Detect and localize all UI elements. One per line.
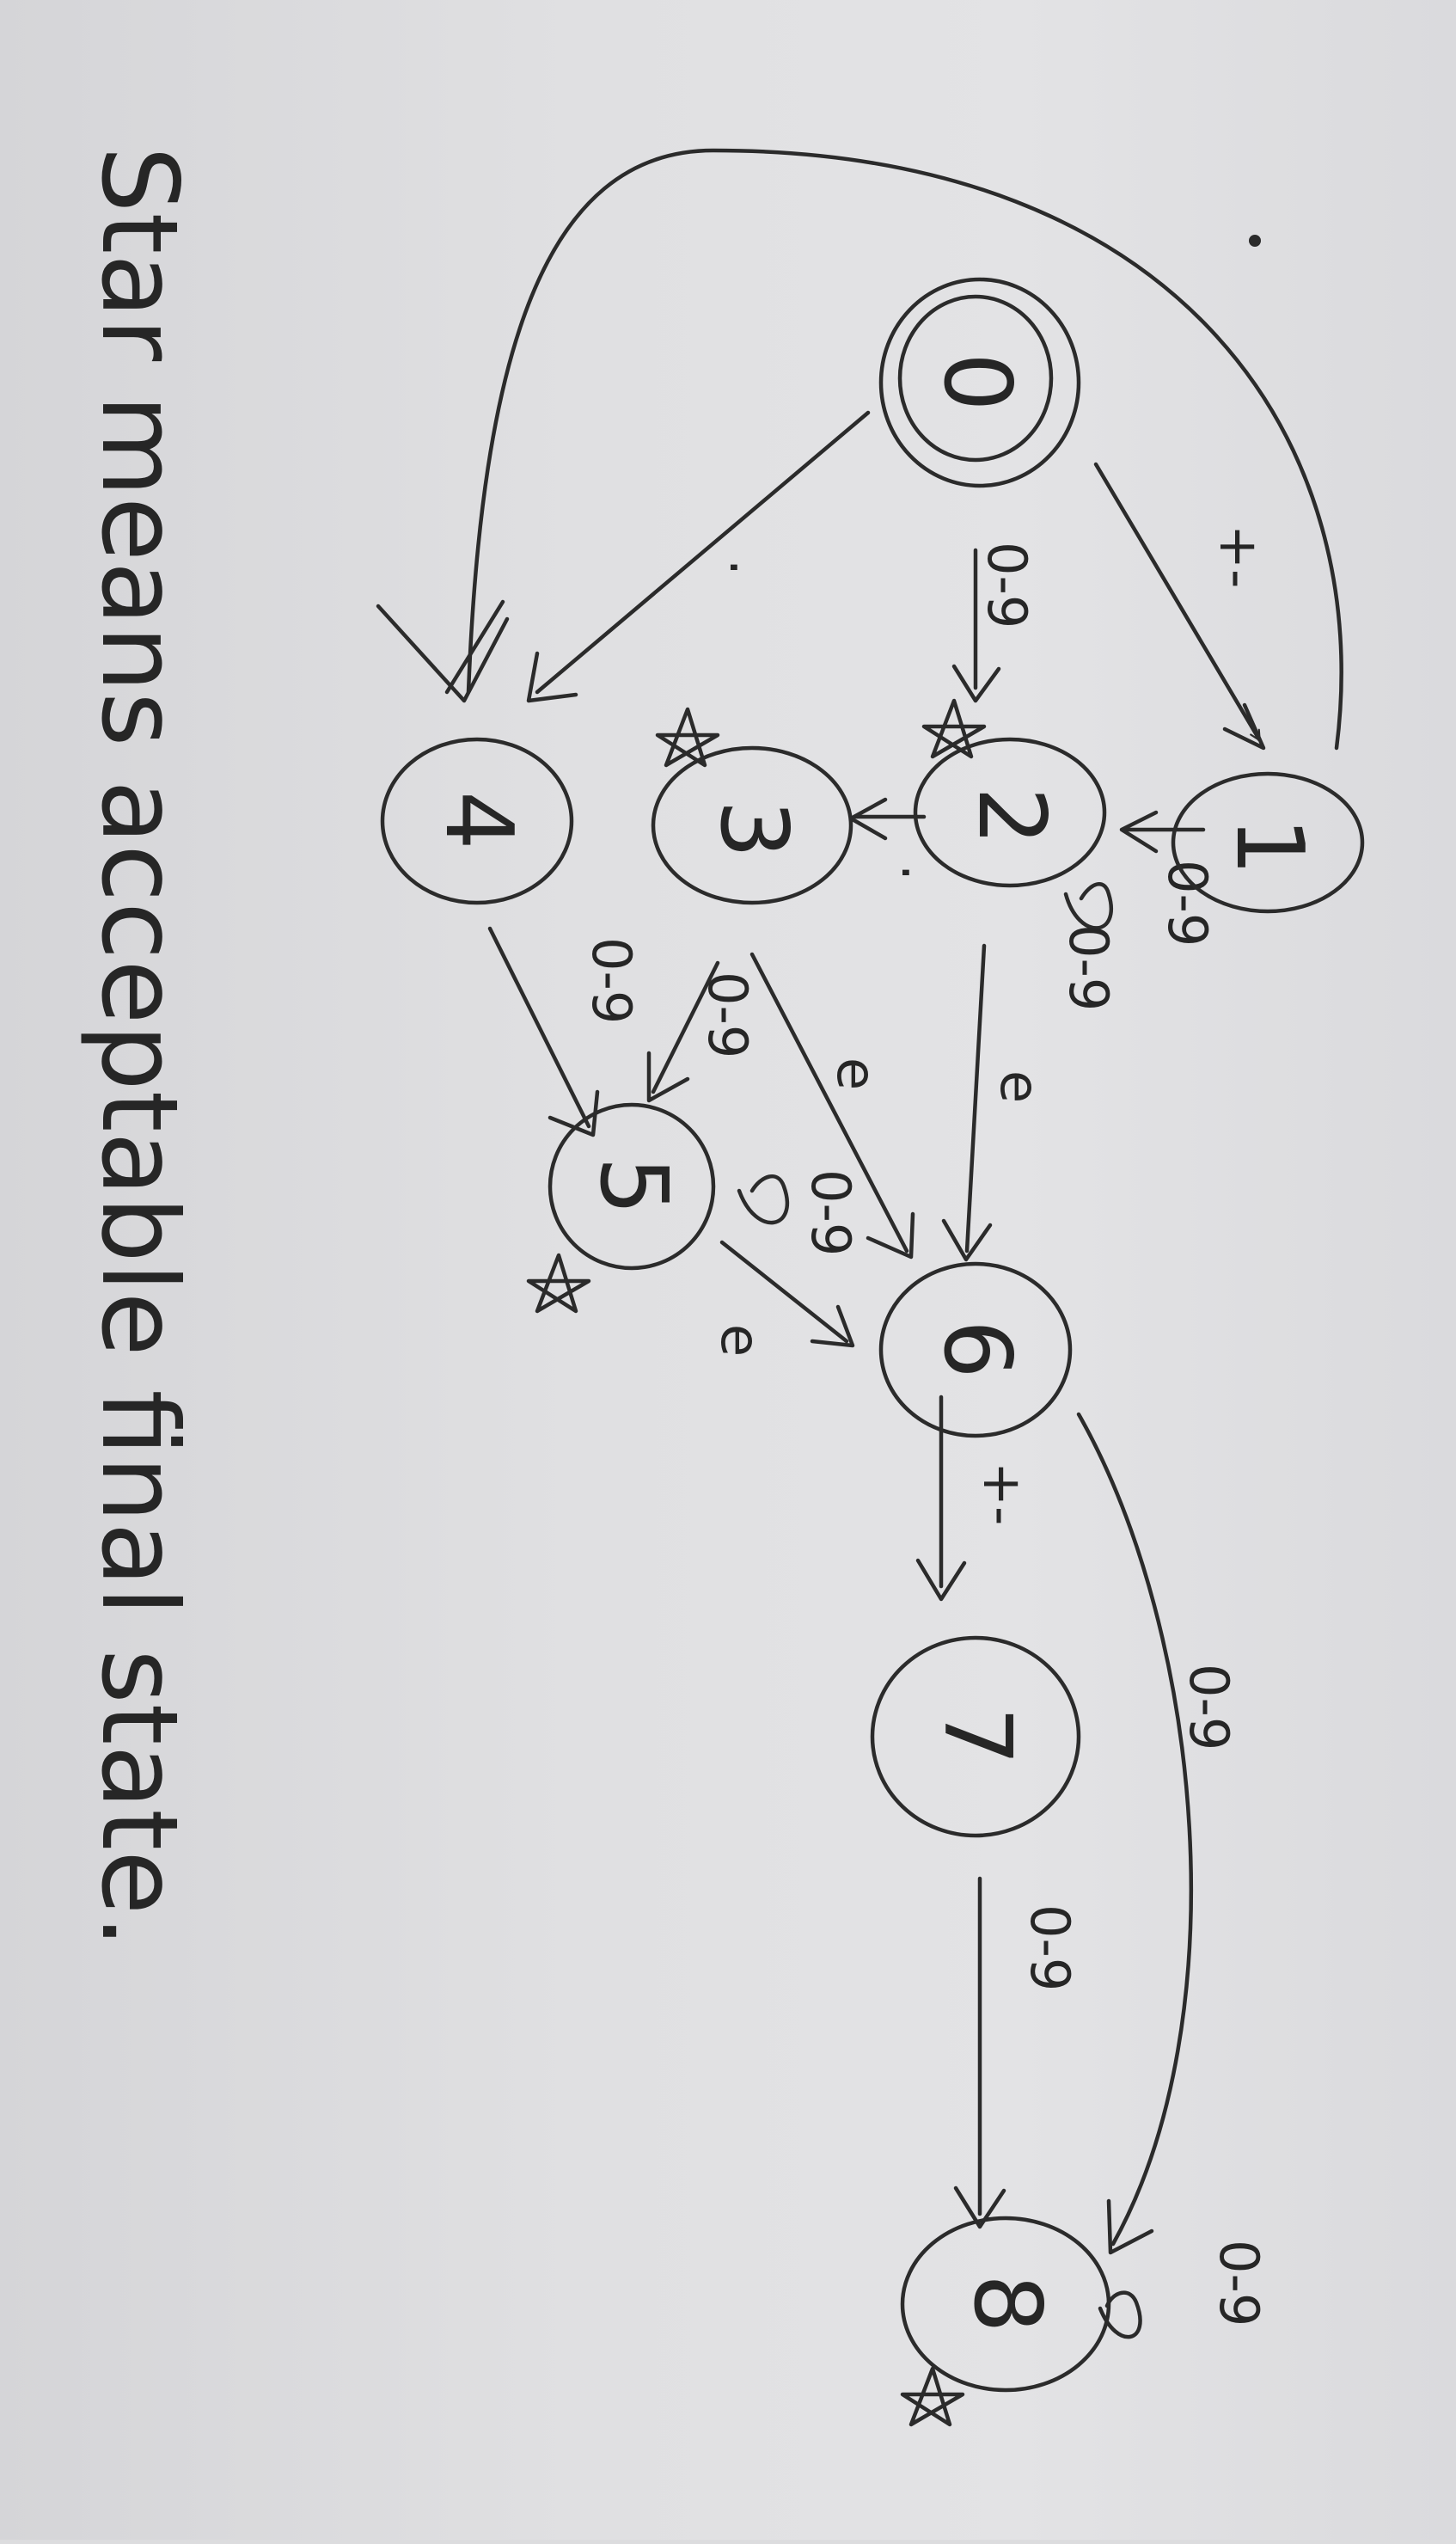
edge-7-to-8-arrowhead <box>953 2185 1006 2229</box>
state-4: 4 <box>380 737 574 905</box>
state-2: 2 <box>913 737 1107 888</box>
edge-label-3-to-6: e <box>825 1057 888 1090</box>
star-icon <box>526 1253 591 1314</box>
state-0-label: 0 <box>923 352 1031 412</box>
state-3: 3 <box>651 745 853 905</box>
edge-2-to-6 <box>964 943 987 1254</box>
edge-2-self-loop <box>1063 882 1113 930</box>
star-icon <box>900 2366 965 2427</box>
state-8-label: 8 <box>953 2274 1061 2333</box>
edge-0-to-1-arrowhead <box>1222 702 1266 751</box>
edge-2-to-6-arrowhead <box>941 1218 993 1262</box>
edge-label-5-self: 0-9 <box>799 1169 862 1256</box>
edge-label-4-to-5: 0-9 <box>580 937 643 1024</box>
edge-1-to-4-arrowhead-tail <box>444 599 505 695</box>
edge-label-6-to-7: +- <box>971 1462 1034 1525</box>
state-6: 6 <box>878 1261 1073 1438</box>
edge-label-8-self: 0-9 <box>1208 2240 1270 2326</box>
ink-dot <box>1249 235 1261 247</box>
edge-label-2-to-3: . <box>890 864 952 881</box>
edge-5-self-loop <box>737 1174 790 1225</box>
state-8: 8 <box>900 2216 1111 2393</box>
edge-6-to-8-arrowhead <box>1106 2198 1154 2255</box>
edge-label-3-to-5: 0-9 <box>696 972 759 1058</box>
edge-1-to-4-arrowhead <box>376 604 510 703</box>
edge-6-to-8 <box>1076 1412 1194 2247</box>
state-1: 1 <box>1171 771 1365 914</box>
edge-3-to-5 <box>651 960 720 1094</box>
edge-6-to-7-arrowhead <box>915 1558 967 1602</box>
edge-2-to-3-arrowhead <box>848 797 888 841</box>
state-1-label: 1 <box>1215 817 1323 876</box>
edge-label-7-to-8: 0-9 <box>1019 1904 1081 1991</box>
edge-0-to-4-arrowhead <box>526 651 578 703</box>
states: 0 1 2 3 4 5 6 <box>380 277 1365 2393</box>
edge-0-to-1 <box>1093 462 1262 742</box>
star-icon <box>921 698 987 759</box>
edge-4-to-5 <box>487 926 591 1129</box>
state-7-label: 7 <box>923 1707 1031 1766</box>
edge-label-2-self: 0-9 <box>1057 924 1120 1011</box>
edge-1-to-2-arrowhead <box>1119 810 1159 854</box>
accepting-stars <box>526 698 987 2427</box>
transition-edges: +- 0-9 . 0-9 0-9 . e 0-9 <box>376 148 1343 2339</box>
edge-0-to-4 <box>535 410 871 695</box>
state-5-label: 5 <box>579 1156 687 1216</box>
edge-label-0-to-2: 0-9 <box>976 542 1038 628</box>
state-5: 5 <box>548 1102 716 1271</box>
star-icon <box>655 707 720 768</box>
edge-5-to-6 <box>719 1240 849 1344</box>
edge-label-0-to-4: . <box>718 559 780 576</box>
legend-note: Star means acceptable final state. <box>78 146 200 1948</box>
edge-3-to-6-arrowhead <box>866 1211 915 1260</box>
edge-3-to-5-arrowhead <box>646 1051 690 1103</box>
state-2-label: 2 <box>957 787 1065 846</box>
edge-4-to-5-arrowhead <box>548 1089 600 1137</box>
edge-3-to-6 <box>749 952 909 1254</box>
state-0: 0 <box>878 277 1081 488</box>
edge-label-5-to-6: e <box>709 1324 772 1357</box>
state-6-label: 6 <box>923 1320 1031 1379</box>
edge-8-self-loop <box>1098 2290 1142 2339</box>
state-4-label: 4 <box>425 791 532 850</box>
edge-label-2-to-6: e <box>988 1070 1051 1103</box>
edge-label-0-to-1: +- <box>1208 524 1270 588</box>
edge-label-1-to-2: 0-9 <box>1156 860 1219 947</box>
state-3-label: 3 <box>700 800 807 859</box>
state-7: 7 <box>870 1635 1081 1838</box>
edge-1-to-4 <box>466 148 1343 751</box>
edge-label-6-to-8: 0-9 <box>1178 1664 1240 1750</box>
edge-0-to-2-arrowhead <box>951 664 1001 703</box>
edge-5-to-6-arrowhead <box>810 1304 855 1348</box>
